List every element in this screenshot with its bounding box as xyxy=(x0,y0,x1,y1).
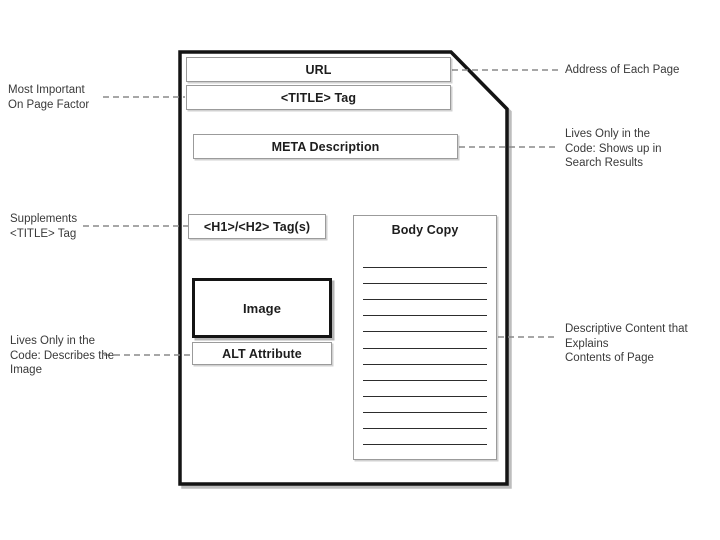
image-box: Image xyxy=(192,278,332,338)
meta-description-label: META Description xyxy=(271,139,380,154)
title-tag-box: <TITLE> Tag xyxy=(186,85,451,110)
body-copy-line xyxy=(363,381,487,397)
body-copy-line xyxy=(363,268,487,285)
note-descriptive-content: Descriptive Content that Explains Conten… xyxy=(565,323,688,364)
note-supplements-title: Supplements <TITLE> Tag xyxy=(10,213,78,240)
body-copy-line xyxy=(363,413,487,430)
meta-description-box: META Description xyxy=(193,134,458,159)
note-address-of-page: Address of Each Page xyxy=(565,64,680,76)
title-tag-label: <TITLE> Tag xyxy=(280,90,357,105)
body-copy-box: Body Copy xyxy=(353,215,497,460)
note-alt-describes-image: Lives Only in the Code: Describes the Im… xyxy=(10,335,115,376)
note-meta-search-results: Lives Only in the Code: Shows up in Sear… xyxy=(565,128,662,169)
h1h2-tag-label: <H1>/<H2> Tag(s) xyxy=(203,219,311,234)
body-copy-line xyxy=(363,332,487,349)
body-copy-line xyxy=(363,316,487,333)
h1h2-tag-box: <H1>/<H2> Tag(s) xyxy=(188,214,326,239)
body-copy-label: Body Copy xyxy=(391,223,459,237)
note-most-important: Most Important On Page Factor xyxy=(8,84,90,111)
body-copy-line xyxy=(363,365,487,381)
url-label: URL xyxy=(305,62,332,77)
body-copy-line xyxy=(363,397,487,413)
url-box: URL xyxy=(186,57,451,82)
body-copy-line xyxy=(363,429,487,446)
body-copy-line xyxy=(363,300,487,317)
body-copy-line xyxy=(363,284,487,301)
image-label: Image xyxy=(242,300,282,316)
body-copy-line xyxy=(363,349,487,365)
alt-attribute-box: ALT Attribute xyxy=(192,342,332,365)
alt-attribute-label: ALT Attribute xyxy=(222,346,302,361)
body-copy-line xyxy=(363,252,487,269)
body-copy-lines xyxy=(363,252,487,446)
